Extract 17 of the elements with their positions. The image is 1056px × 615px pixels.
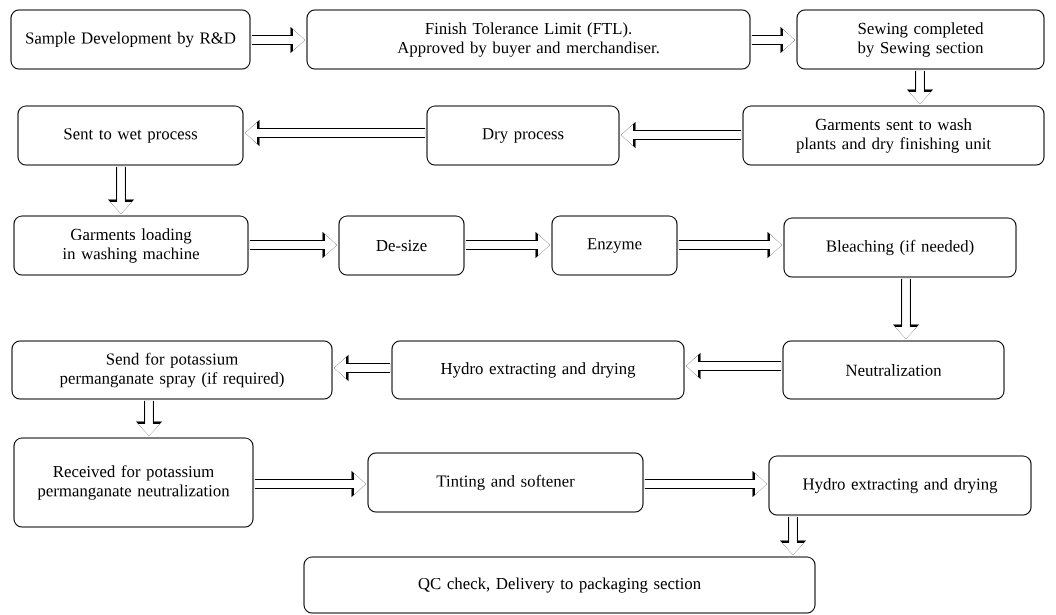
process-box: Received for potassium permanganate neutralization — [13, 437, 254, 528]
process-box: Neutralization — [782, 340, 1005, 400]
process-box: Send for potassium permanganate spray (if required) — [11, 340, 333, 400]
process-box: De-size — [338, 215, 465, 276]
process-box: Dry process — [426, 105, 620, 166]
process-box: Tinting and softener — [367, 452, 644, 513]
process-box: Bleaching (if needed) — [783, 217, 1017, 278]
process-box: QC check, Delivery to packaging section — [303, 556, 816, 614]
process-box: Sample Development by R&D — [10, 9, 251, 70]
process-box: Sent to wet process — [17, 105, 244, 166]
process-box: Finish Tolerance Limit (FTL). Approved by buyer and merchandiser. — [306, 9, 751, 70]
process-box: Hydro extracting and drying — [768, 455, 1032, 516]
process-box: Garments sent to wash plants and dry finishing unit — [742, 105, 1045, 166]
process-box: Enzyme — [551, 215, 678, 276]
process-box: Sewing completed by Sewing section — [796, 9, 1045, 70]
process-box: Garments loading in washing machine — [13, 215, 249, 276]
process-box: Hydro extracting and drying — [391, 340, 685, 400]
